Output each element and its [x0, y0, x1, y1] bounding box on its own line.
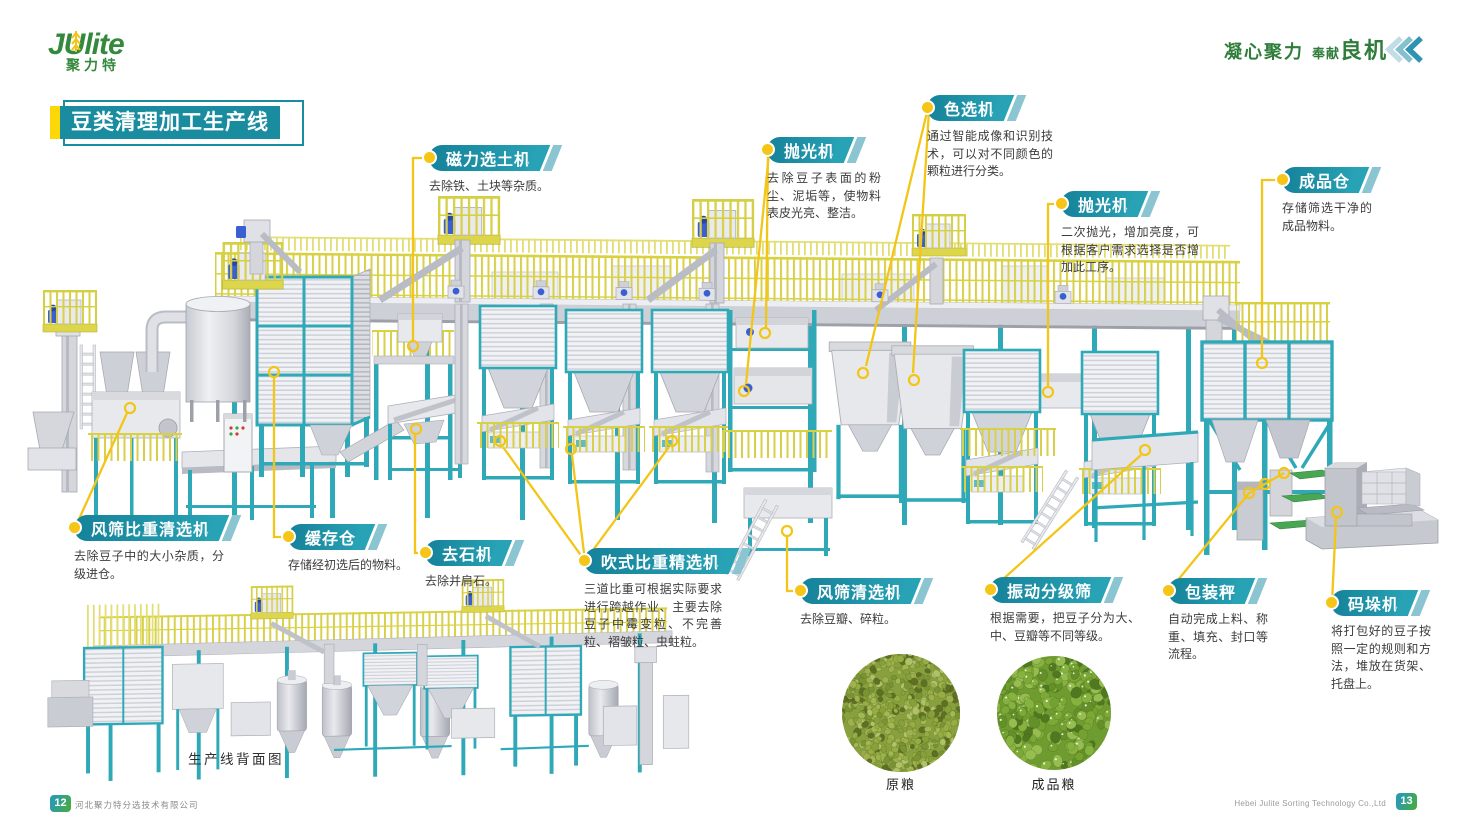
callout-dot: [67, 520, 82, 535]
callout-blow-type-selector: 吹式比重精选机 三道比重可根据实际要求进行跨越作业、主要去除豆子中霉变粒、不完善…: [577, 548, 727, 651]
callout-name: 抛光机: [784, 144, 836, 161]
callout-name: 缓存仓: [305, 531, 357, 548]
callout-dot: [281, 529, 296, 544]
brand-logo: JUlite: [48, 28, 125, 61]
callout-desc: 通过智能成像和识别技术，可以对不同颜色的颗粒进行分类。: [927, 129, 1053, 178]
callout-dot: [793, 583, 808, 598]
callout-vibrating-grader: 振动分级筛 根据需要，把豆子分为大、中、豆瓣等不同等级。: [983, 577, 1140, 645]
callout-palletizer: 码垛机 将打包好的豆子按照一定的规则和方法，堆放在货架、托盘上。: [1324, 590, 1431, 693]
finished-grain-photo: [997, 656, 1111, 770]
slogan-part3: 良机: [1339, 38, 1388, 63]
brand-slogan: 凝心聚力 奉献 良机: [1224, 33, 1388, 65]
callout-finished-bin: 成品仓 存储筛选干净的成品物料。: [1275, 167, 1372, 235]
callout-name: 磁力选土机: [446, 152, 532, 169]
slogan-part2: 奉献: [1311, 46, 1340, 61]
callout-name: 成品仓: [1299, 174, 1351, 191]
callout-dot: [760, 142, 775, 157]
callout-air-screen-cleaner: 风筛清选机 去除豆瓣、碎粒。: [793, 578, 909, 629]
callout-color-sorter: 色选机 通过智能成像和识别技术，可以对不同颜色的颗粒进行分类。: [920, 95, 1053, 181]
page-number-right: 13: [1396, 793, 1417, 810]
blow-type-selectors: [477, 306, 731, 484]
callout-name: 色选机: [944, 102, 996, 119]
callout-tag: 风筛比重清选机: [67, 515, 217, 541]
title-accent-bar: [50, 106, 60, 139]
callout-name: 风筛清选机: [817, 585, 903, 602]
callout-desc: 自动完成上料、称重、填充、封口等流程。: [1168, 612, 1268, 661]
rear-view-label: 生产线背面图: [188, 752, 284, 767]
callout-tag: 包装秤: [1161, 578, 1243, 604]
slogan-chevrons: [1385, 36, 1423, 63]
callout-desc: 去除铁、土块等杂质。: [429, 179, 550, 193]
callout-polisher-2: 抛光机 二次抛光，增加亮度，可根据客户需求选择是否增加此工序。: [1054, 191, 1199, 277]
callout-tag: 磁力选土机: [422, 145, 538, 171]
callout-polisher-1: 抛光机 去除豆子表面的粉尘、泥垢等，使物料表皮光亮、整洁。: [760, 137, 881, 223]
vibrating-grader: [1020, 430, 1199, 550]
callout-magnetic-separator: 磁力选土机 去除铁、土块等杂质。: [422, 145, 561, 196]
callout-name: 码垛机: [1348, 597, 1400, 614]
callout-name: 包装秤: [1185, 585, 1237, 602]
callout-desc: 去除豆子表面的粉尘、泥垢等，使物料表皮光亮、整洁。: [767, 171, 881, 220]
callout-desc: 存储筛选干净的成品物料。: [1282, 201, 1372, 233]
callout-dot: [1324, 595, 1339, 610]
slogan-part1: 凝心聚力: [1223, 42, 1304, 62]
air-screen-cleaner-machine: [724, 487, 833, 581]
color-sorter-machines: [828, 341, 975, 504]
callout-desc: 将打包好的豆子按照一定的规则和方法，堆放在货架、托盘上。: [1331, 624, 1431, 691]
callout-name: 风筛比重清选机: [91, 522, 211, 539]
callout-tag: 抛光机: [1054, 191, 1136, 217]
callout-dot: [1161, 583, 1176, 598]
page-title: 豆类清理加工生产线: [60, 106, 280, 139]
callout-tag: 成品仓: [1275, 167, 1357, 193]
finished-grain-label: 成品粮: [1031, 777, 1077, 792]
callout-dot: [920, 100, 935, 115]
callout-tag: 吹式比重精选机: [577, 548, 727, 574]
callout-tag: 缓存仓: [281, 524, 363, 550]
callout-tag: 去石机: [418, 540, 500, 566]
callout-dot: [418, 545, 433, 560]
cyclone-tank: [145, 296, 251, 422]
callout-name: 抛光机: [1078, 198, 1130, 215]
company-name-cn: 河北聚力特分选技术有限公司: [75, 800, 199, 810]
callout-tag: 风筛清选机: [793, 578, 909, 604]
page-title-block: 豆类清理加工生产线: [50, 100, 305, 146]
callout-dot: [983, 582, 998, 597]
logo-text: JUlite: [48, 28, 124, 61]
main-line-machinery: [27, 195, 1439, 581]
callout-desc: 二次抛光，增加亮度，可根据客户需求选择是否增加此工序。: [1061, 225, 1199, 274]
raw-grain-label: 原粮: [885, 777, 916, 792]
callout-dot: [422, 150, 437, 165]
callout-desc: 根据需要，把豆子分为大、中、豆瓣等不同等级。: [990, 611, 1140, 643]
callout-connectors: [73, 107, 1344, 604]
callout-dot: [577, 553, 592, 568]
callout-tag: 振动分级筛: [983, 577, 1099, 603]
callout-desc: 存储经初选后的物料。: [288, 558, 409, 572]
company-name-en: Hebei Julite Sorting Technology Co.,Ltd: [1234, 799, 1386, 808]
finished-goods-silo: [1200, 295, 1336, 555]
callout-destoner: 去石机 去除并肩石。: [418, 540, 521, 591]
callout-dot: [1275, 172, 1290, 187]
left-elevator-and-cleaner: [27, 289, 337, 520]
callout-air-screen-gravity-cleaner: 风筛比重清选机 去除豆子中的大小杂质，分级进仓。: [67, 515, 224, 583]
callout-desc: 去除豆子中的大小杂质，分级进仓。: [74, 549, 224, 581]
callout-name: 吹式比重精选机: [601, 555, 721, 572]
callout-buffer-bin: 缓存仓 存储经初选后的物料。: [281, 524, 414, 575]
callout-tag: 码垛机: [1324, 590, 1406, 616]
rear-view-illustration: [47, 578, 690, 781]
logo-chinese: 聚力特: [66, 57, 120, 73]
palletizer-machine: [1305, 462, 1439, 550]
callout-desc: 三道比重可根据实际要求进行跨越作业、主要去除豆子中霉变粒、不完善粒、褶皱粒、虫蛀…: [584, 582, 722, 649]
callout-dot: [1054, 196, 1069, 211]
callout-desc: 去除并肩石。: [425, 574, 498, 588]
callout-name: 振动分级筛: [1007, 584, 1093, 601]
callout-packing-scale: 包装秤 自动完成上料、称重、填充、封口等流程。: [1161, 578, 1268, 664]
callout-tag: 色选机: [920, 95, 1002, 121]
raw-grain-photo: [842, 654, 960, 772]
page-number-left: 12: [50, 795, 71, 812]
callout-desc: 去除豆瓣、碎粒。: [800, 612, 897, 626]
callout-tag: 抛光机: [760, 137, 842, 163]
callout-name: 去石机: [442, 547, 494, 564]
